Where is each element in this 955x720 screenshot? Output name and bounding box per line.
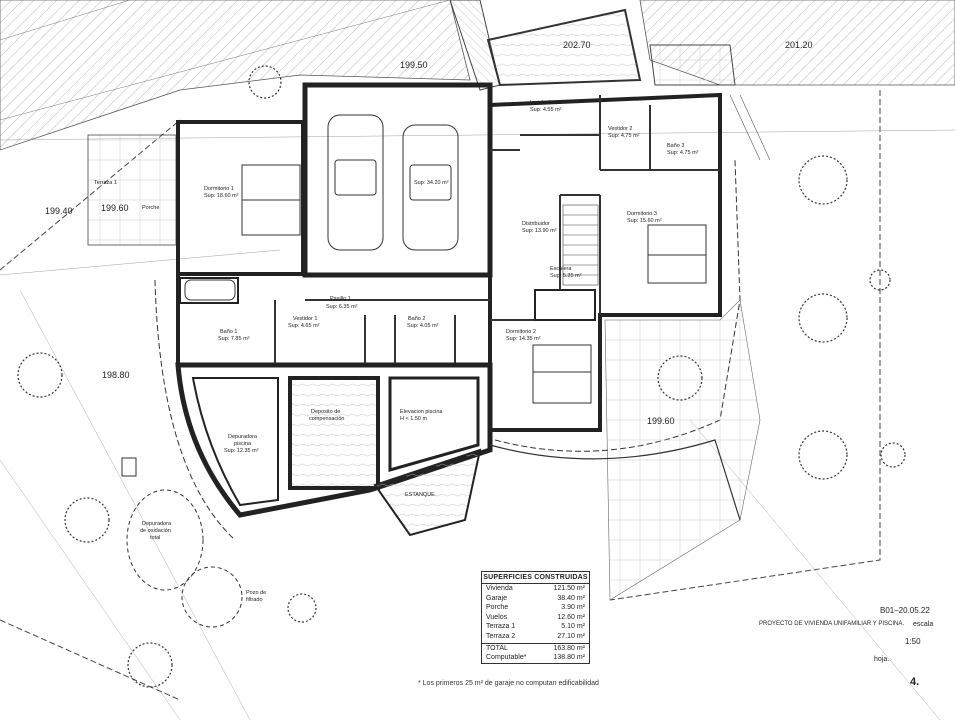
room-label: Elevacion piscina: [400, 409, 443, 415]
room-label: Pozo de: [246, 590, 266, 596]
room-area: Sup: 13.90 m²: [522, 228, 557, 234]
room-area: Sup: 5.35 m²: [550, 273, 582, 279]
interior-walls: [274, 95, 720, 365]
room-label: Terraza 1: [94, 180, 117, 186]
terrace-top-right: [649, 44, 736, 86]
room-area: Sup: 15.60 m²: [627, 218, 662, 224]
depuradora-room: [191, 377, 279, 507]
room-area: Sup: 34.20 m²: [414, 180, 449, 186]
room-area: Sup: 4.75 m²: [667, 150, 699, 156]
room-label: filtrado: [246, 597, 263, 603]
room-label: Porche: [142, 205, 159, 211]
terraza-2-area: [604, 299, 761, 601]
bathtub-icon: [184, 279, 236, 301]
project-title: PROYECTO DE VIVIENDA UNIFAMILIAR Y PISCI…: [759, 621, 905, 627]
sheet-number: 4.: [910, 676, 920, 688]
room-label: Depuradora: [228, 434, 258, 440]
table-computable-row: Computable*138.80 m²: [486, 654, 585, 662]
room-label: Baño 3: [667, 143, 684, 149]
scale-label: escala: [913, 621, 934, 628]
room-area: Sup: 12.35 m²: [224, 448, 259, 454]
terrain-hatch-top-left: [0, 0, 471, 151]
level-marker: 199.60: [101, 203, 129, 213]
level-marker: 201.20: [785, 40, 813, 50]
car-icon: [327, 114, 459, 251]
room-label: Escalera: [550, 266, 572, 272]
level-marker: 199.50: [400, 60, 428, 70]
room-label: Dormitorio 1: [204, 186, 234, 192]
room-label: de oxidación: [140, 528, 171, 534]
level-marker: 199.40: [45, 206, 73, 216]
room-label: ESTANQUE: [405, 492, 435, 498]
room-label: Dormitorio 2: [506, 329, 536, 335]
drawing-code: B01–20.05.22: [880, 606, 930, 615]
depuradora-oxidacion: [126, 489, 243, 628]
room-label: Depuradora: [142, 521, 172, 527]
room-area: Sup: 4.75 m²: [608, 133, 640, 139]
room-label: Baño 2: [408, 316, 425, 322]
room-area: Sup: 18.60 m²: [204, 193, 239, 199]
room-label: Baño 1: [220, 329, 237, 335]
room-label: Deposito de: [311, 409, 340, 415]
level-marker: 198.80: [102, 370, 130, 380]
bed-icon: [241, 164, 707, 404]
room-label: Instalaciones: [530, 100, 562, 106]
table-title: SUPERFICIES CONSTRUIDAS: [482, 572, 589, 584]
estanque-pond: [373, 448, 482, 537]
room-label: Vestidor 1: [293, 316, 317, 322]
room-label: Vestidor 2: [608, 126, 632, 132]
tree-icon: [17, 65, 906, 688]
room-label: Distribuidor: [522, 221, 550, 227]
room-area: Sup: 7.85 m²: [218, 336, 250, 342]
room-label: H < 1.50 m: [400, 416, 427, 422]
footnote: * Los primeros 25 m² de garaje no comput…: [418, 680, 599, 687]
elevacion-piscina: [388, 376, 480, 472]
terraza-1-area: [87, 134, 177, 246]
pool-block-outline: [175, 362, 493, 518]
stairs: [562, 204, 599, 286]
sheet-label: hoja.: [874, 656, 890, 663]
deposito-compensacion: [288, 376, 380, 490]
room-label: piscina: [234, 441, 252, 447]
room-label: total: [150, 535, 160, 541]
room-area: Sup: 14.35 m²: [506, 336, 541, 342]
scale-value: 1:50: [905, 637, 921, 646]
room-area: Sup: 4.55 m²: [530, 107, 562, 113]
room-area: Sup: 4.05 m²: [407, 323, 439, 329]
pond-top: [486, 8, 642, 87]
room-area: Sup: 4.65 m²: [288, 323, 320, 329]
level-marker: 202.70: [563, 40, 591, 50]
room-label: compensación: [309, 416, 344, 422]
room-label: Dormitorio 3: [627, 211, 657, 217]
level-marker: 199.60: [647, 416, 675, 426]
room-label: Pasillo 1: [330, 296, 351, 302]
septic-hatch: [121, 457, 137, 477]
room-area: Sup: 6.35 m²: [326, 304, 358, 310]
